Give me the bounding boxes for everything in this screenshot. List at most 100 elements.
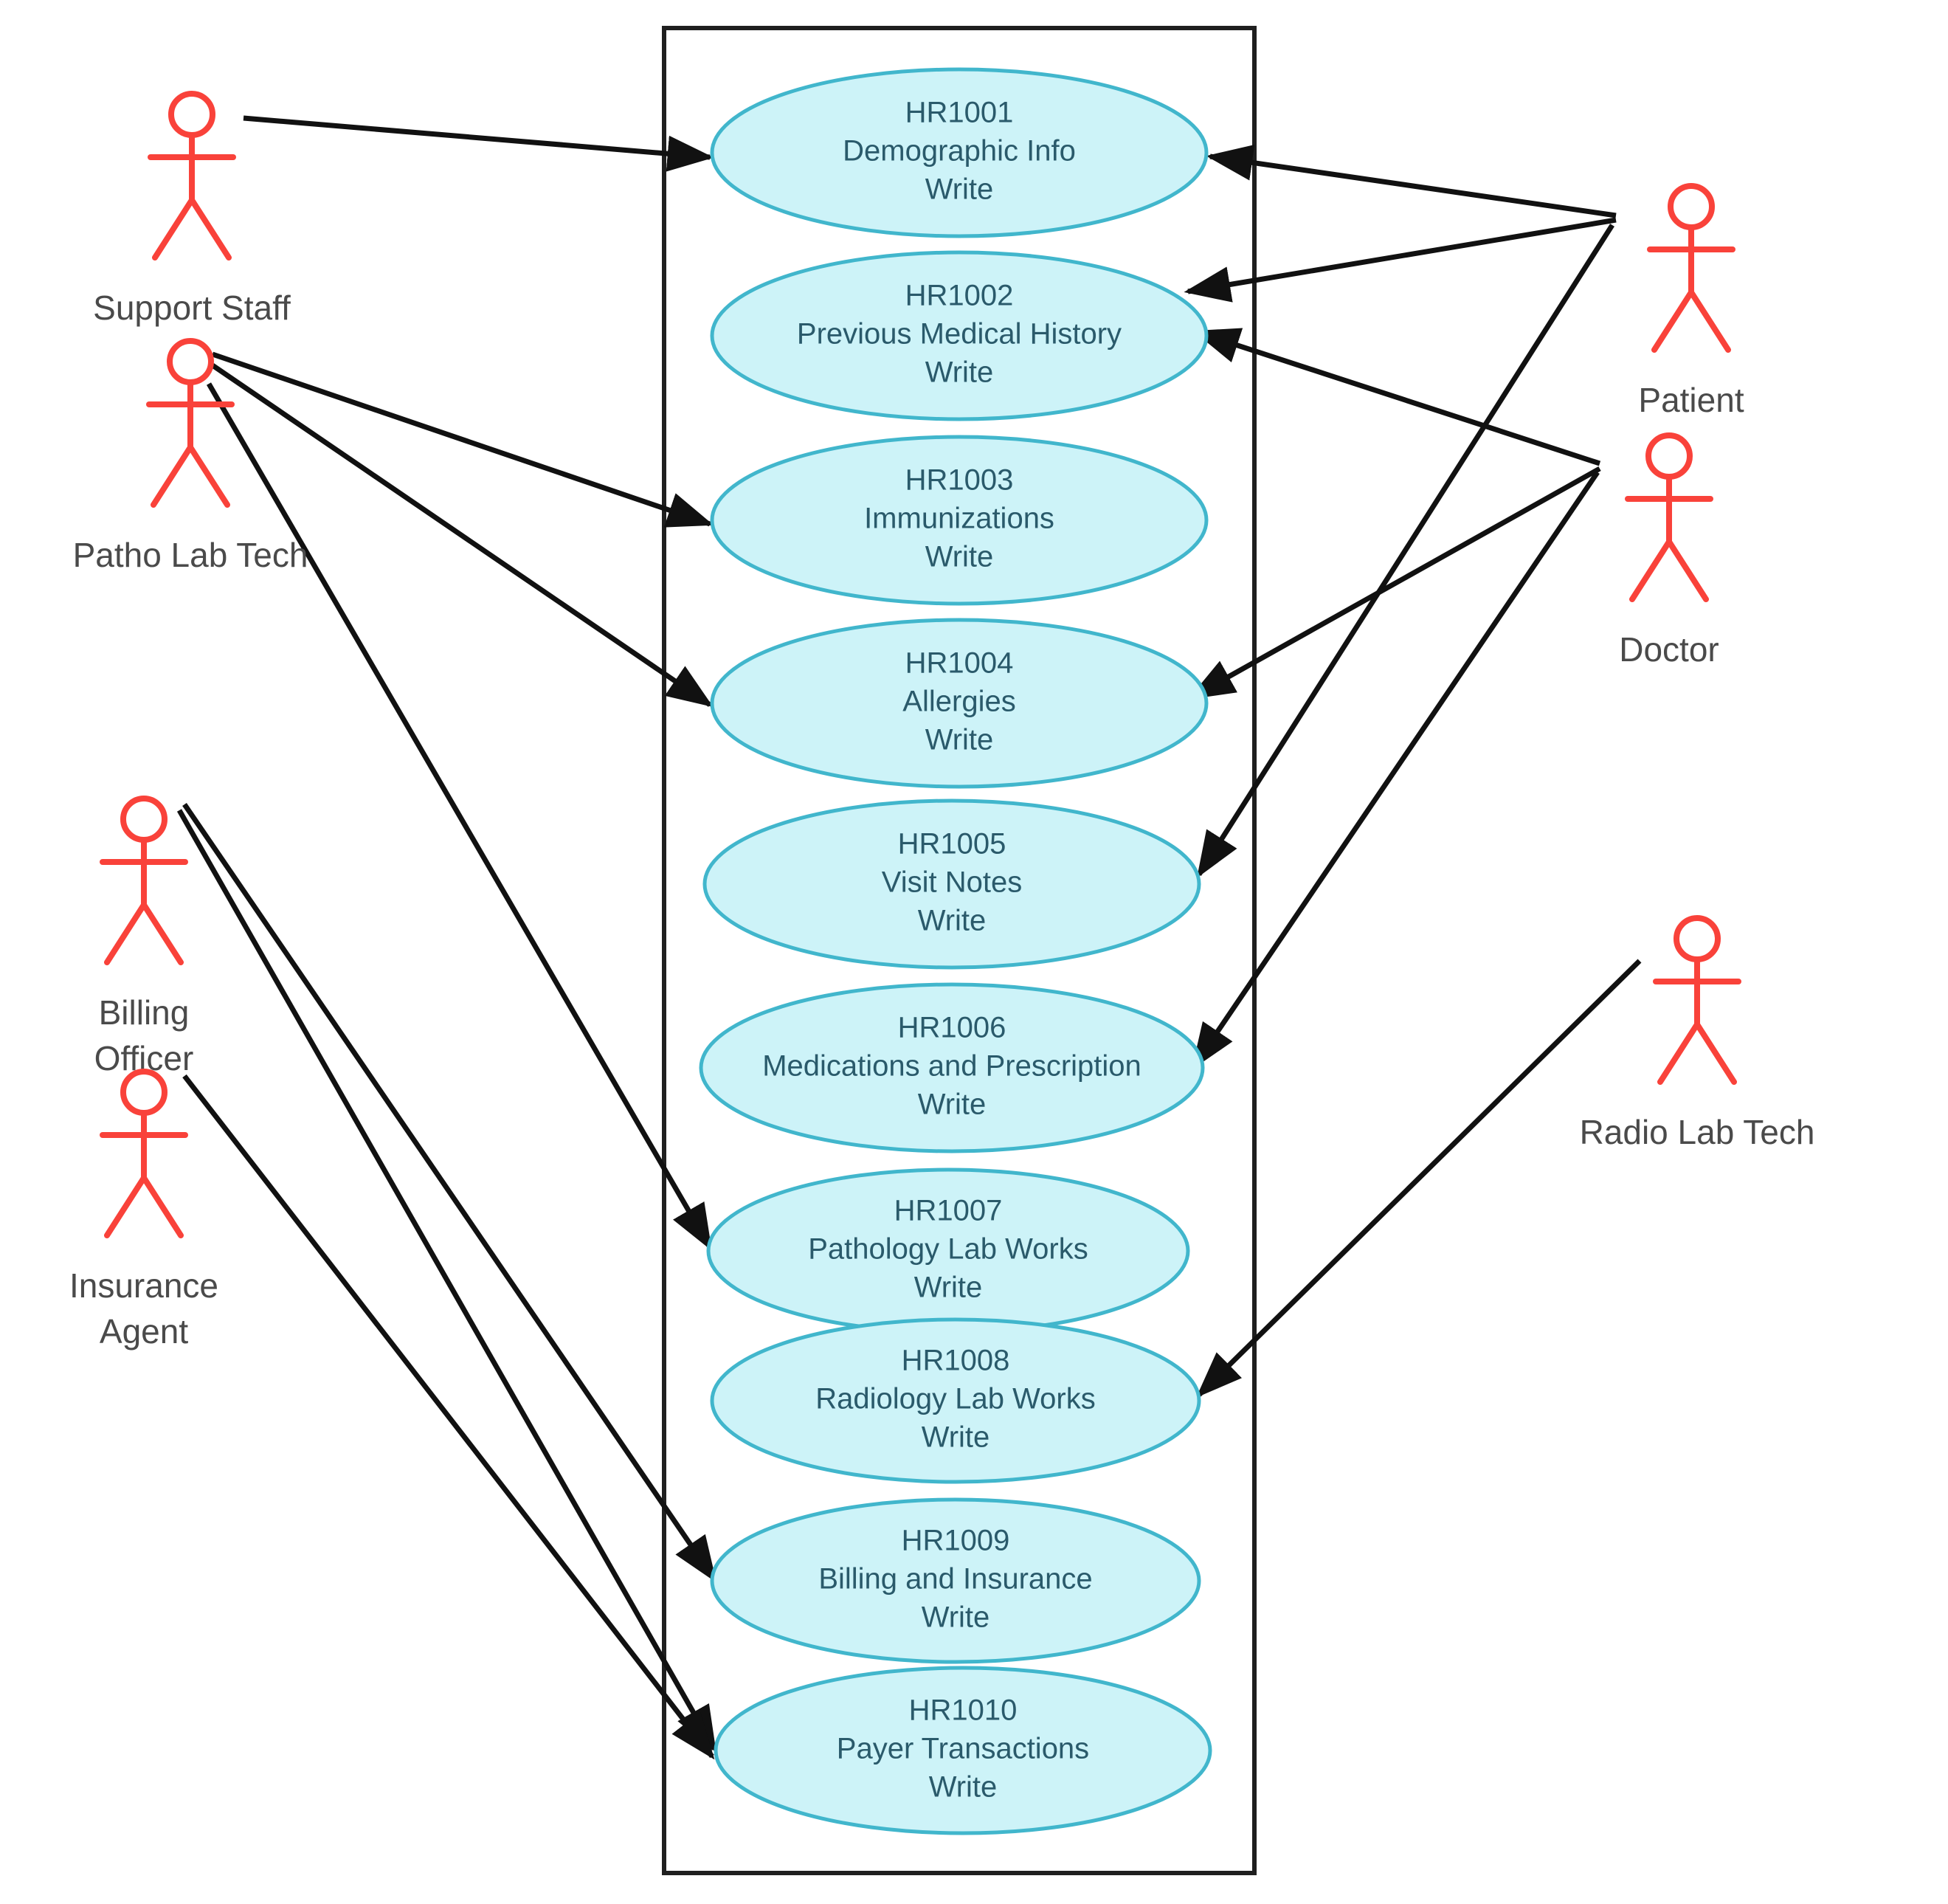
association-line (1206, 145, 1617, 218)
use-case-ellipse[interactable] (699, 982, 1205, 1153)
association-radio-lab-tech-to-HR1008 (1196, 959, 1642, 1398)
use-case-access: Write (929, 1771, 998, 1804)
actor-head-icon (1668, 183, 1715, 230)
association-line (1192, 328, 1601, 466)
use-case-code: HR1001 (905, 97, 1014, 129)
use-case-access: Write (925, 541, 994, 573)
use-case-ellipse[interactable] (710, 618, 1209, 789)
use-case-name: Billing and Insurance (818, 1563, 1092, 1596)
association-patient-to-HR1005 (1196, 224, 1614, 878)
actor-head-icon (1645, 432, 1693, 480)
use-case-name: Radiology Lab Works (815, 1383, 1095, 1415)
actor-leg-left-icon (152, 197, 195, 261)
association-doctor-to-HR1006 (1191, 471, 1600, 1070)
association-line (243, 115, 714, 172)
association-line (182, 1074, 715, 1760)
association-insurance-agent-to-HR1010 (182, 1074, 715, 1760)
actor-radio-lab-tech[interactable]: Radio Lab Tech (1580, 915, 1815, 1151)
use-case-code: HR1006 (898, 1012, 1006, 1044)
use-case-access: Write (918, 905, 987, 937)
use-case-ellipse[interactable] (710, 435, 1209, 606)
actor-label: Support Staff (93, 289, 291, 327)
association-patho-lab-tech-to-HR1007 (206, 382, 713, 1251)
actor-leg-left-icon (1657, 1021, 1700, 1085)
association-patho-lab-tech-to-HR1004 (211, 363, 714, 708)
use-case-access: Write (914, 1272, 983, 1304)
use-case-access: Write (922, 1421, 990, 1454)
actor-leg-right-icon (1666, 539, 1709, 602)
use-case-name: Medications and Prescription (762, 1050, 1141, 1083)
use-case-access: Write (925, 724, 994, 756)
actor-leg-left-icon (1629, 539, 1672, 602)
use-case-ellipse[interactable] (710, 1497, 1201, 1664)
actor-leg-right-icon (141, 902, 184, 965)
system-boundary-rect (662, 26, 1257, 1875)
use-case-name: Allergies (902, 686, 1015, 718)
actor-head-icon (120, 796, 167, 843)
association-line (1191, 471, 1600, 1070)
use-case-ellipse[interactable] (710, 1317, 1201, 1484)
association-support-staff-to-HR1001 (243, 115, 714, 172)
use-case-access: Write (925, 356, 994, 389)
use-case-ellipse[interactable] (702, 798, 1201, 970)
actor-label: Agent (100, 1312, 188, 1351)
actor-leg-right-icon (187, 444, 230, 508)
actor-doctor[interactable]: Doctor (1619, 432, 1719, 669)
actor-leg-right-icon (1694, 1021, 1737, 1085)
association-doctor-to-HR1002 (1192, 328, 1601, 466)
use-case-access: Write (918, 1089, 987, 1121)
association-billing-officer-to-HR1009 (182, 803, 717, 1583)
use-case-name: Demographic Info (843, 135, 1076, 168)
use-case-name: Pathology Lab Works (808, 1233, 1088, 1266)
use-case-code: HR1002 (905, 280, 1014, 312)
use-case-access: Write (922, 1601, 990, 1634)
association-line (211, 351, 714, 528)
association-doctor-to-HR1004 (1188, 466, 1601, 700)
association-line (182, 803, 717, 1583)
association-line (176, 809, 717, 1753)
use-case-ellipse[interactable] (710, 250, 1209, 421)
actor-patho-lab-tech[interactable]: Patho Lab Tech (73, 338, 308, 574)
use-case-ellipse[interactable] (710, 67, 1209, 238)
actor-label: Patient (1638, 381, 1744, 419)
actor-label: Patho Lab Tech (73, 536, 308, 574)
use-case-ellipse[interactable] (714, 1666, 1212, 1835)
association-line (206, 382, 713, 1251)
actor-head-icon (120, 1069, 167, 1116)
actor-label: Radio Lab Tech (1580, 1113, 1815, 1151)
use-case-name: Visit Notes (882, 866, 1022, 899)
use-case-access: Write (925, 173, 994, 206)
association-line (1184, 217, 1617, 303)
use-case-code: HR1007 (894, 1195, 1003, 1227)
use-case-code: HR1010 (909, 1694, 1018, 1727)
actor-head-icon (1674, 915, 1721, 962)
association-patho-lab-tech-to-HR1003 (211, 351, 714, 528)
association-line (1188, 466, 1601, 700)
actor-leg-right-icon (1688, 289, 1731, 353)
system-boundary (662, 26, 1257, 1875)
actor-patient[interactable]: Patient (1638, 183, 1744, 419)
use-case-code: HR1009 (902, 1525, 1010, 1557)
actor-support-staff[interactable]: Support Staff (93, 91, 291, 327)
actor-label: Billing (99, 993, 190, 1032)
use-case-name: Previous Medical History (797, 318, 1122, 351)
association-line (1196, 224, 1614, 878)
association-patient-to-HR1002 (1184, 217, 1617, 303)
association-patient-to-HR1001 (1206, 145, 1617, 218)
use-case-name: Payer Transactions (837, 1733, 1089, 1765)
